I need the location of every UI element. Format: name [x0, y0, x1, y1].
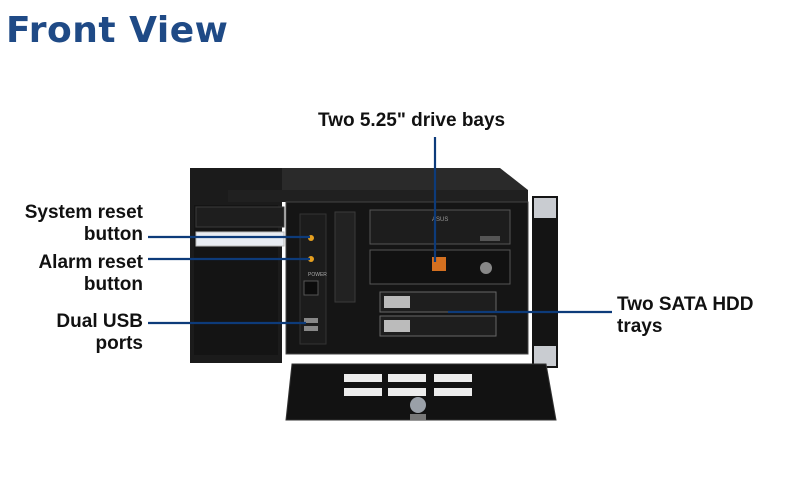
callout-sata-trays-line1: Two SATA HDD — [617, 294, 754, 315]
bay-lock-icon[interactable] — [480, 262, 492, 274]
callout-dual-usb-line1: Dual USB — [56, 311, 143, 332]
door-vent-5 — [388, 388, 426, 396]
alarm-reset-button[interactable] — [308, 256, 314, 262]
usb-port-2[interactable] — [304, 326, 318, 331]
drive-bays: ASUS — [369, 209, 511, 285]
door-latch — [410, 414, 426, 420]
door-vent-1 — [344, 374, 382, 382]
callout-alarm-reset: Alarm reset button — [6, 252, 143, 296]
optical-eject-button[interactable] — [480, 236, 500, 241]
front-bezel-top — [195, 206, 285, 228]
chassis-body — [190, 168, 528, 363]
callout-sata-trays-line2: trays — [617, 316, 663, 337]
door-vent-2 — [388, 374, 426, 382]
front-light-strip — [195, 231, 285, 247]
slim-slot — [334, 211, 356, 303]
door-lock-icon[interactable] — [410, 397, 426, 413]
door-vent-3 — [434, 374, 472, 382]
callout-sata-trays: Two SATA HDD trays — [617, 294, 754, 338]
sata-trays — [379, 291, 497, 337]
callout-alarm-reset-line2: button — [83, 274, 143, 295]
door-vent-6 — [434, 388, 472, 396]
leader-lines — [148, 137, 612, 325]
callout-system-reset-line2: button — [83, 224, 143, 245]
front-door[interactable] — [285, 363, 557, 421]
drive-brand: ASUS — [432, 217, 448, 223]
callout-dual-usb-line2: ports — [95, 333, 144, 354]
usb-port-1[interactable] — [304, 318, 318, 323]
control-column: POWER — [299, 213, 327, 345]
power-label: POWER — [308, 272, 327, 278]
power-button[interactable] — [303, 280, 319, 296]
callout-system-reset: System reset button — [6, 202, 143, 246]
callout-dual-usb: Dual USB ports — [6, 311, 143, 355]
callout-drive-bays: Two 5.25" drive bays — [318, 110, 506, 131]
callout-alarm-reset-line1: Alarm reset — [38, 252, 143, 273]
sata-tray-1-handle — [384, 296, 410, 308]
vent-grid — [194, 205, 278, 355]
rack-handle[interactable] — [532, 196, 558, 368]
callout-system-reset-line1: System reset — [24, 202, 143, 223]
page-title: Front View — [6, 10, 229, 51]
door-vent-4 — [344, 388, 382, 396]
sata-tray-2-handle — [384, 320, 410, 332]
